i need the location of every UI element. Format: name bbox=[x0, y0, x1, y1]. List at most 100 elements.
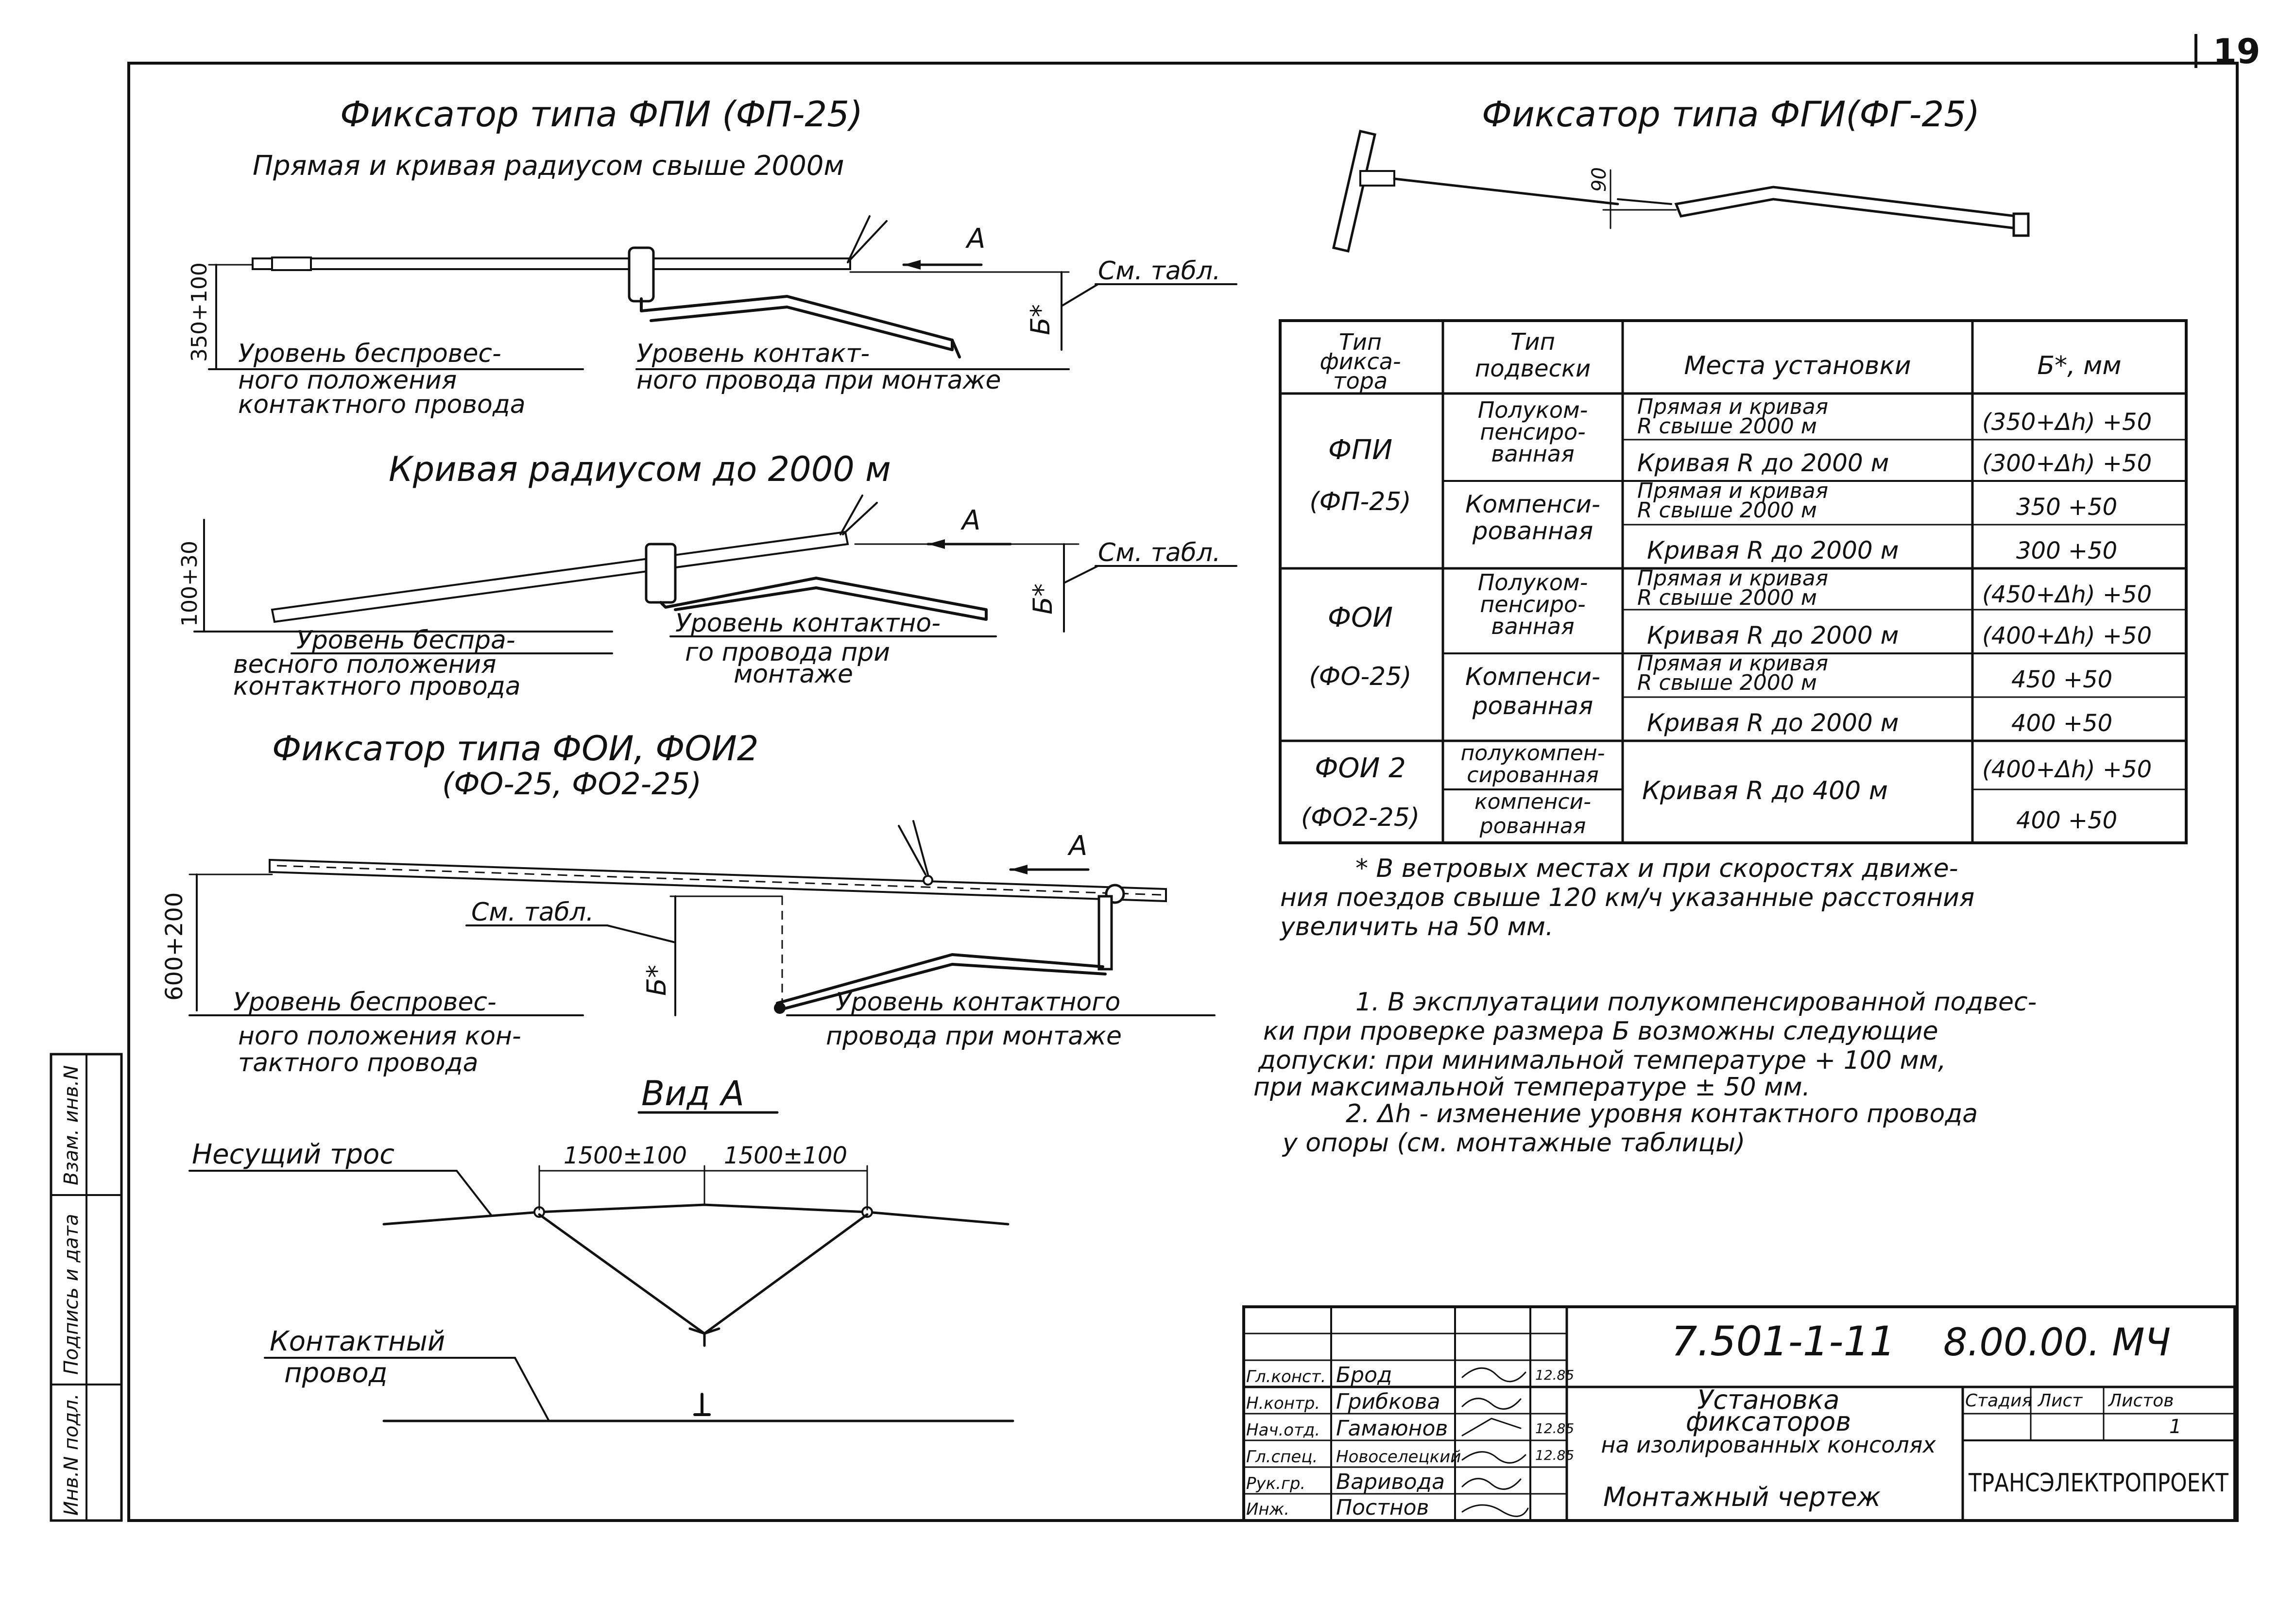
g1-r1-b: (350+Δh) +50 bbox=[1982, 409, 2152, 436]
fpi-subtitle: Прямая и кривая радиусом свыше 2000м bbox=[253, 150, 844, 182]
curve-label-free-2: весного положения bbox=[233, 650, 496, 679]
g3-r2-b: 400 +50 bbox=[2016, 807, 2117, 834]
g2-r3-place-1: Прямая и кривая bbox=[1637, 651, 1828, 676]
role-1: Гл.конст. bbox=[1246, 1367, 1326, 1386]
note-star-2: ния поездов свыше 120 км/ч указанные рас… bbox=[1280, 883, 1974, 912]
curve-label-free-1: Уровень беспра- bbox=[296, 626, 515, 655]
foi-dim-height: 600+200 bbox=[161, 892, 188, 1001]
note-2-1: 2. Δh - изменение уровня контактного про… bbox=[1346, 1099, 1978, 1128]
g2-r4-b: 400 +50 bbox=[2011, 710, 2112, 737]
foi-title-2: (ФО-25, ФО2-25) bbox=[442, 766, 702, 802]
g3-place: Кривая R до 400 м bbox=[1642, 776, 1888, 805]
fpi-label-free-3: контактного провода bbox=[238, 390, 526, 419]
g2-r2-b: (400+Δh) +50 bbox=[1982, 622, 2152, 650]
th-type-2: фикса- bbox=[1319, 348, 1401, 375]
date-4: 12.85 bbox=[1535, 1447, 1574, 1463]
fgi-title: Фиксатор типа ФГИ(ФГ-25) bbox=[1482, 94, 1980, 135]
g3-semi-1: полукомпен- bbox=[1460, 741, 1605, 766]
signature-3 bbox=[1461, 1418, 1522, 1436]
g2-r4-place: Кривая R до 2000 м bbox=[1647, 709, 1899, 737]
fpi-dim-b: Б* bbox=[1025, 304, 1056, 335]
fgi-diagram: Фиксатор типа ФГИ(ФГ-25) 90 bbox=[1332, 94, 2030, 253]
view-a-span-left: 1500±100 bbox=[564, 1142, 687, 1169]
stage-label: Стадия bbox=[1965, 1391, 2032, 1411]
th-place: Места установки bbox=[1684, 351, 1911, 380]
foi-arrow-a: А bbox=[1067, 830, 1087, 862]
g1-r4-b: 300 +50 bbox=[2016, 537, 2117, 564]
name-6: Постнов bbox=[1336, 1495, 1429, 1520]
name-1: Брод bbox=[1336, 1363, 1392, 1387]
g1-r3-place-2: R свыше 2000 м bbox=[1637, 498, 1817, 523]
foi-label-mount-1: Уровень контактного bbox=[836, 988, 1120, 1017]
note-star-3: увеличить на 50 мм. bbox=[1279, 912, 1554, 941]
curve-dim-b: Б* bbox=[1028, 583, 1058, 615]
g3-semi-2: сированная bbox=[1467, 763, 1599, 787]
g3-comp-2: рованная bbox=[1479, 814, 1586, 838]
g2-r3-place-2: R свыше 2000 м bbox=[1637, 670, 1817, 695]
name-4: Новоселецкий bbox=[1336, 1447, 1461, 1467]
g1-semi-2: пенсиро- bbox=[1480, 419, 1586, 445]
fpi-label-mount-1: Уровень контакт- bbox=[636, 339, 870, 368]
note-2-2: у опоры (см. монтажные таблицы) bbox=[1282, 1128, 1745, 1158]
view-a-carrier-label: Несущий трос bbox=[192, 1139, 394, 1170]
foi-title-1: Фиксатор типа ФОИ, ФОИ2 bbox=[272, 729, 758, 769]
g1-comp-1: Компенси- bbox=[1465, 490, 1600, 518]
fixator-table: Тип фикса- тора Тип подвески Места устан… bbox=[1279, 319, 2188, 844]
doc-name-3: на изолированных консолях bbox=[1601, 1432, 1936, 1458]
organization: ТРАНСЭЛЕКТРОПРОЕКТ bbox=[1968, 1469, 2228, 1498]
doc-name-2: фиксаторов bbox=[1686, 1406, 1851, 1437]
g2-comp-2: рованная bbox=[1472, 692, 1593, 720]
g2-type: ФОИ bbox=[1328, 602, 1393, 633]
view-a-carrier-cable bbox=[382, 1203, 1010, 1226]
th-type: Тип bbox=[1339, 329, 1382, 355]
g1-r2-place: Кривая R до 2000 м bbox=[1637, 449, 1889, 477]
curve-label-mount-2: го провода при bbox=[685, 638, 890, 667]
signature-1 bbox=[1461, 1367, 1526, 1383]
note-star-1: * В ветровых местах и при скоростях движ… bbox=[1355, 854, 1958, 883]
name-2: Грибкова bbox=[1336, 1389, 1440, 1414]
sheets-value: 1 bbox=[2169, 1416, 2181, 1438]
curve-title: Кривая радиусом до 2000 м bbox=[389, 449, 891, 489]
date-1: 12.85 bbox=[1535, 1367, 1574, 1383]
sheet-frame bbox=[127, 62, 2239, 1522]
name-5: Варивода bbox=[1336, 1470, 1445, 1494]
g1-r2-b: (300+Δh) +50 bbox=[1982, 450, 2152, 477]
signature-2 bbox=[1461, 1398, 1522, 1410]
notes: * В ветровых местах и при скоростях движ… bbox=[1253, 854, 2037, 1158]
g3-comp-1: компенси- bbox=[1474, 789, 1591, 814]
view-a-span-right: 1500±100 bbox=[724, 1142, 847, 1169]
curve-diagram: Кривая радиусом до 2000 м 100+30 А Б* См… bbox=[177, 449, 1237, 701]
g2-semi-1: Полуком- bbox=[1478, 569, 1588, 596]
foi-diagram: Фиксатор типа ФОИ, ФОИ2 (ФО-25, ФО2-25) … bbox=[161, 729, 1216, 1077]
th-susp: Тип bbox=[1510, 328, 1555, 356]
note-1-3: допуски: при минимальной температуре + 1… bbox=[1258, 1046, 1946, 1075]
fpi-see-table: См. табл. bbox=[1098, 256, 1221, 286]
g1-type-2: (ФП-25) bbox=[1309, 487, 1411, 516]
foi-insulator-rod bbox=[269, 858, 1167, 903]
fgi-mast bbox=[1332, 129, 1376, 253]
g2-semi-2: пенсиро- bbox=[1480, 591, 1586, 617]
stamp-replaces-inv: Взам. инв.N bbox=[60, 1065, 83, 1185]
view-a-dropper-v bbox=[538, 1213, 869, 1335]
g3-r1-b: (400+Δh) +50 bbox=[1982, 756, 2152, 783]
side-stamp: Взам. инв.N Подпись и дата Инв.N подл. bbox=[50, 1053, 123, 1522]
foi-see-table: См. табл. bbox=[471, 898, 594, 927]
g3-type: ФОИ 2 bbox=[1315, 752, 1406, 784]
fgi-rod bbox=[1393, 177, 1619, 205]
g1-r3-b: 350 +50 bbox=[2016, 494, 2117, 521]
doc-name-1: Установка bbox=[1697, 1385, 1839, 1415]
curve-dim-height: 100+30 bbox=[177, 541, 202, 627]
th-type-3: тора bbox=[1333, 368, 1388, 394]
signature-4 bbox=[1461, 1451, 1526, 1464]
date-3: 12.85 bbox=[1535, 1420, 1574, 1436]
fpi-diagram: Фиксатор типа ФПИ (ФП-25) Прямая и крива… bbox=[187, 94, 1237, 419]
g1-type: ФПИ bbox=[1328, 434, 1392, 466]
g1-r3-place-1: Прямая и кривая bbox=[1637, 479, 1828, 503]
fpi-arrow-a: А bbox=[965, 223, 985, 255]
stamp-inv-no-orig: Инв.N подл. bbox=[60, 1393, 83, 1516]
role-4: Гл.спец. bbox=[1246, 1447, 1318, 1467]
doc-code: 7.501-1-11 bbox=[1671, 1317, 1895, 1365]
fpi-label-free-2: ного положения bbox=[238, 366, 457, 395]
note-1-4: при максимальной температуре ± 50 мм. bbox=[1253, 1073, 1810, 1102]
